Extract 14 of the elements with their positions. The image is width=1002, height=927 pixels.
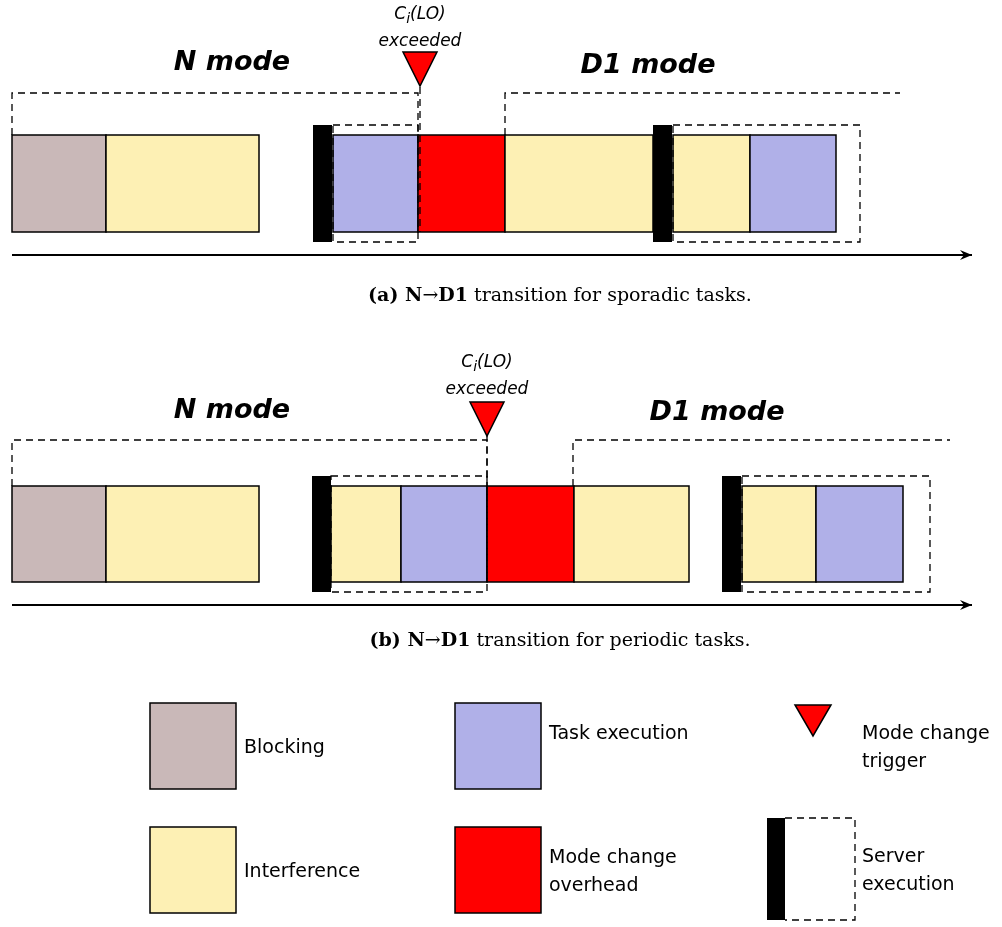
legend-text: Interference [244,858,362,883]
trigger-label: C$_{i}$(LO) exceeded [377,2,463,52]
legend-text: Mode change overhead [549,844,678,897]
mode-label: N mode [173,45,291,76]
caption: (a) N→D1 transition for sporadic tasks. [368,283,752,305]
mode-label: D1 mode [649,395,785,426]
caption: (b) N→D1 transition for periodic tasks. [369,628,751,650]
legend-text: Blocking [244,734,326,759]
legend-text: Task execution [549,720,690,745]
legend-text: Server execution [862,843,956,896]
mode-label: D1 mode [580,48,716,79]
trigger-label: C$_{i}$(LO) exceeded [444,350,530,400]
mode-label: N mode [173,393,291,424]
legend-text: Mode change trigger [862,720,991,773]
